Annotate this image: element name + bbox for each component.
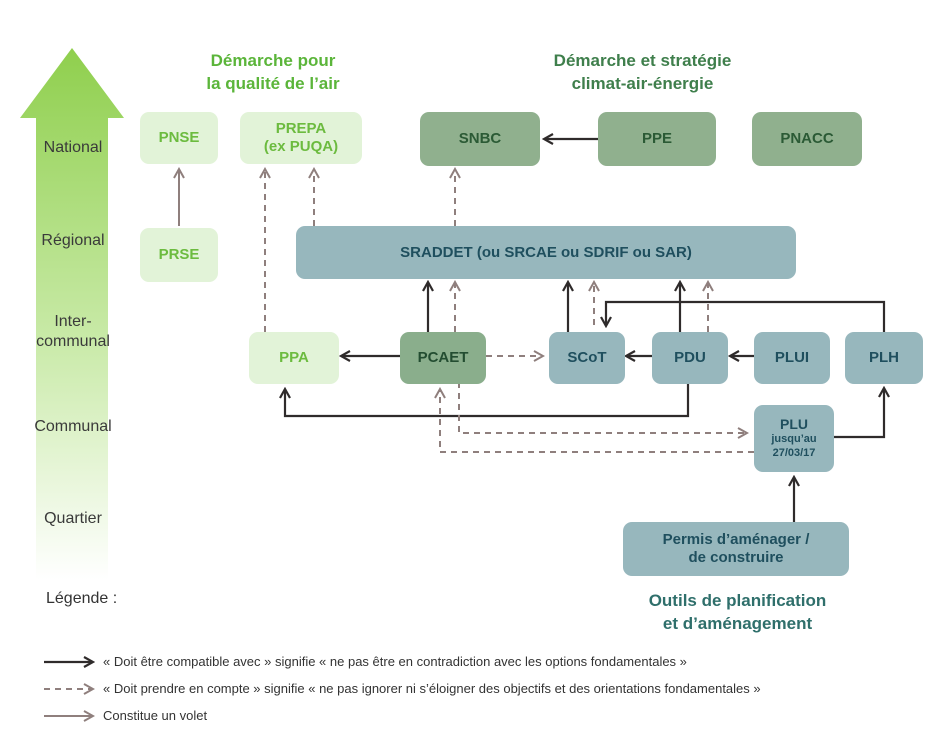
- compatible-arrows: [285, 139, 884, 522]
- box-plh: PLH: [845, 332, 923, 384]
- level-national: National: [43, 139, 103, 156]
- level-regional: Régional: [41, 232, 105, 249]
- title-planning-tools: Outils de planification et d’aménagement: [648, 591, 827, 633]
- prendre-en-compte-arrows: [265, 170, 754, 453]
- box-ppe: PPE: [598, 112, 716, 166]
- box-ppa: PPA: [249, 332, 339, 384]
- level-intercommunal: Inter- communal: [36, 313, 110, 350]
- box-pcaet: PCAET: [400, 332, 486, 384]
- legend-title: Légende :: [46, 590, 118, 607]
- legend-volet: Constitue un volet: [103, 708, 208, 723]
- title-climate-strategy: Démarche et stratégie climat-air-énergie: [553, 51, 732, 93]
- arrow-pdu-to-ppa: [285, 382, 690, 418]
- legend-samples: [44, 662, 92, 716]
- box-pnacc: PNACC: [752, 112, 862, 166]
- box-snbc: SNBC: [420, 112, 540, 166]
- level-quartier: Quartier: [44, 510, 102, 527]
- title-air-quality: Démarche pour la qualité de l’air: [206, 51, 340, 93]
- box-scot: SCoT: [549, 332, 625, 384]
- box-plui: PLUI: [754, 332, 830, 384]
- arrow-plh-to-scot: [606, 300, 886, 332]
- plu-title: PLU: [780, 416, 808, 433]
- box-plu: PLU jusqu’au 27/03/17: [754, 405, 834, 472]
- level-communal: Communal: [34, 418, 112, 435]
- dashed-plu-to-pcaet: [440, 390, 754, 453]
- box-pdu: PDU: [652, 332, 728, 384]
- box-prse: PRSE: [140, 228, 218, 282]
- legend-compatible: « Doit être compatible avec » signifie «…: [103, 654, 687, 669]
- dashed-pcaet-to-plu: [458, 382, 746, 433]
- box-pnse: PNSE: [140, 112, 218, 164]
- arrow-plu-to-plh: [834, 389, 884, 439]
- box-sraddet: SRADDET (ou SRCAE ou SDRIF ou SAR): [296, 226, 796, 279]
- plu-subtitle: jusqu’au 27/03/17: [771, 433, 817, 459]
- box-permis: Permis d’aménager / de construire: [623, 522, 849, 576]
- box-prepa: PREPA (ex PUQA): [240, 112, 362, 164]
- legend-prendre-en-compte: « Doit prendre en compte » signifie « ne…: [103, 681, 761, 696]
- territorial-scale-arrow: [20, 48, 124, 580]
